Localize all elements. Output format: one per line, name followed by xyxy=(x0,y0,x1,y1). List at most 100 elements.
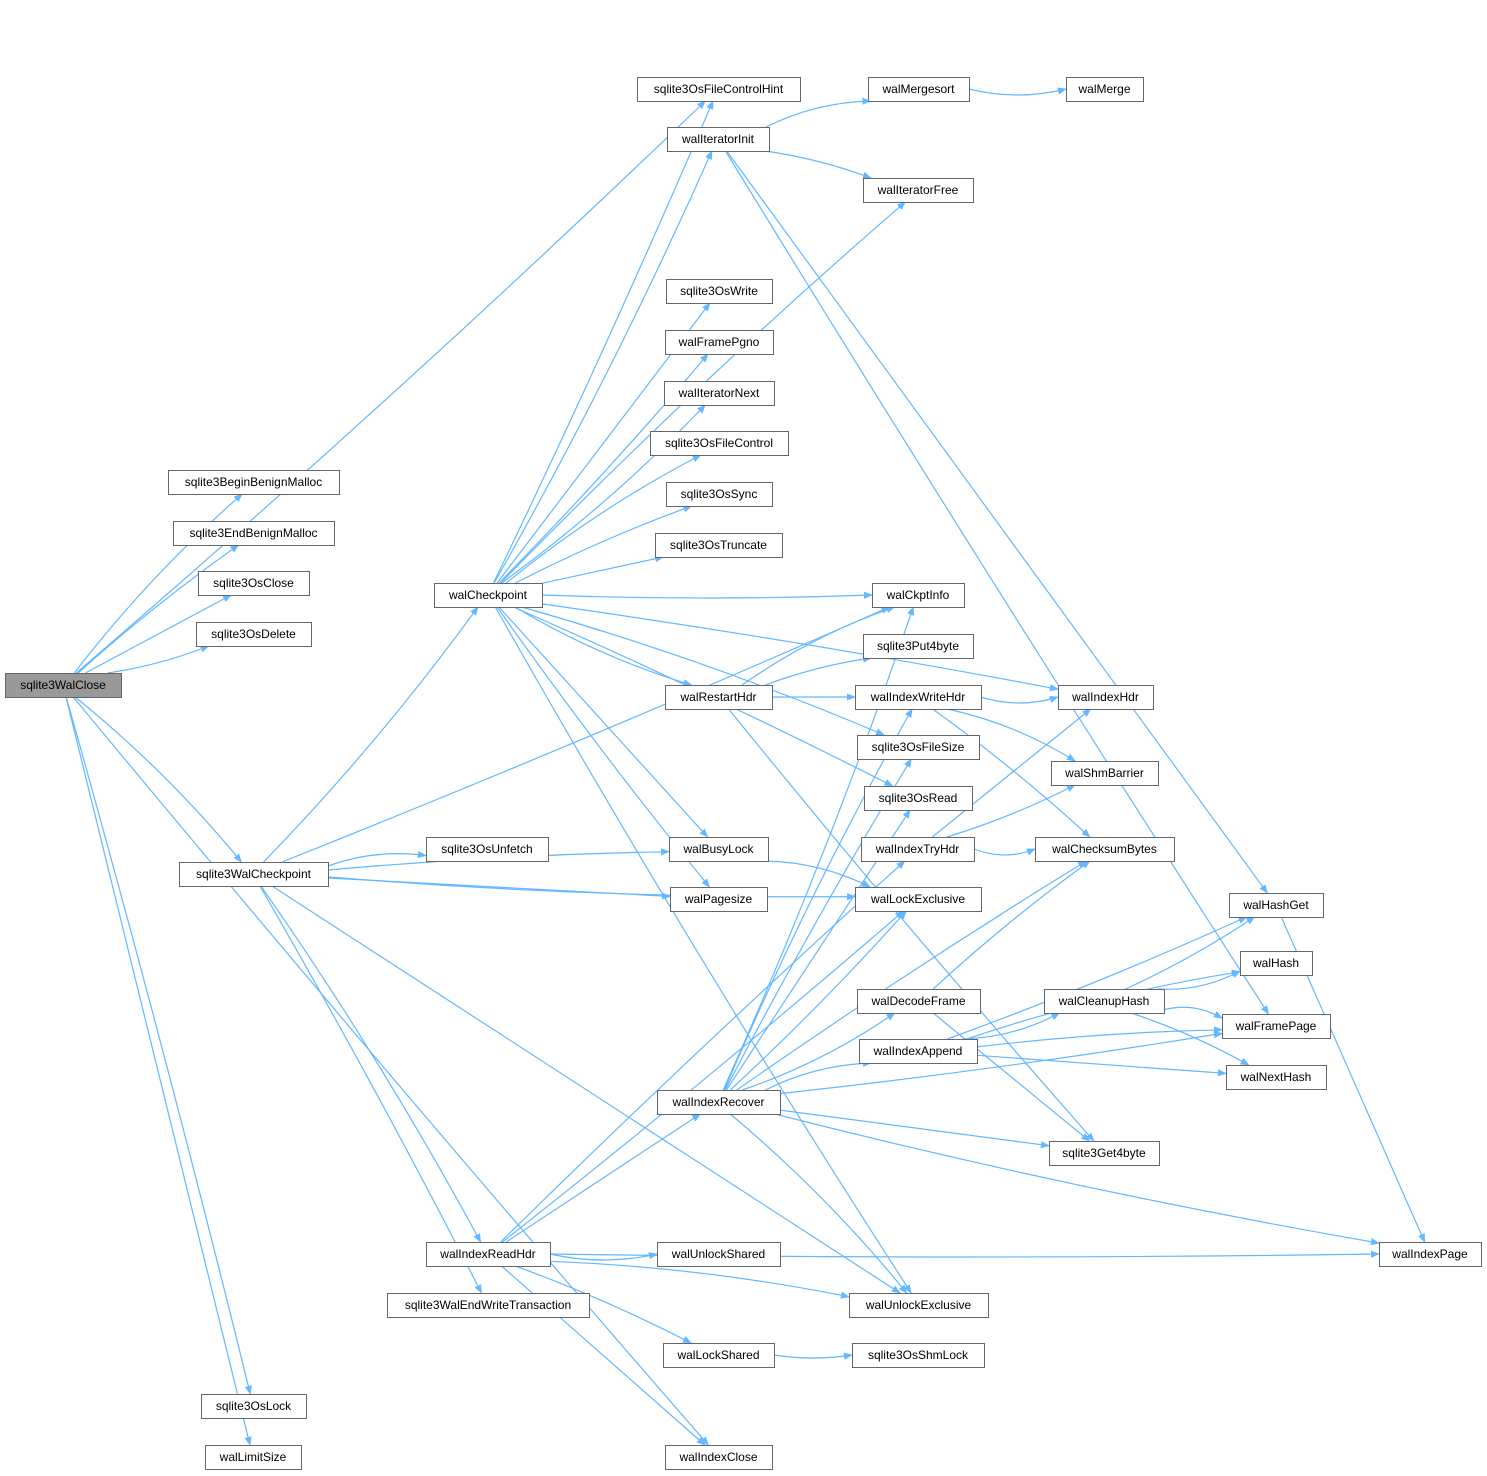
node-walIndexPage[interactable]: walIndexPage xyxy=(1379,1242,1482,1267)
node-walHash[interactable]: walHash xyxy=(1240,951,1313,976)
node-box[interactable] xyxy=(859,1039,978,1064)
node-walCleanupHash[interactable]: walCleanupHash xyxy=(1044,989,1165,1014)
node-walDecodeFrame[interactable]: walDecodeFrame xyxy=(857,989,981,1014)
node-walIndexHdr[interactable]: walIndexHdr xyxy=(1058,685,1154,710)
node-box[interactable] xyxy=(1044,989,1165,1014)
node-walNextHash[interactable]: walNextHash xyxy=(1226,1065,1327,1090)
node-sqlite3OsFileControl[interactable]: sqlite3OsFileControl xyxy=(650,431,789,456)
node-box[interactable] xyxy=(5,673,122,698)
node-box[interactable] xyxy=(179,862,329,887)
node-box[interactable] xyxy=(655,533,783,558)
node-walShmBarrier[interactable]: walShmBarrier xyxy=(1051,761,1159,786)
node-box[interactable] xyxy=(665,330,774,355)
node-walIndexRecover[interactable]: walIndexRecover xyxy=(657,1090,781,1115)
node-walRestartHdr[interactable]: walRestartHdr xyxy=(665,685,773,710)
node-walFramePgno[interactable]: walFramePgno xyxy=(665,330,774,355)
node-box[interactable] xyxy=(657,1242,781,1267)
node-walCkptInfo[interactable]: walCkptInfo xyxy=(872,583,965,608)
node-sqlite3OsClose[interactable]: sqlite3OsClose xyxy=(198,571,310,596)
node-box[interactable] xyxy=(868,77,970,102)
node-sqlite3OsShmLock[interactable]: sqlite3OsShmLock xyxy=(852,1343,985,1368)
node-sqlite3Put4byte[interactable]: sqlite3Put4byte xyxy=(863,634,974,659)
node-sqlite3Get4byte[interactable]: sqlite3Get4byte xyxy=(1049,1141,1160,1166)
node-sqlite3WalEndWriteTransaction[interactable]: sqlite3WalEndWriteTransaction xyxy=(387,1293,590,1318)
node-box[interactable] xyxy=(666,279,773,304)
node-walIteratorNext[interactable]: walIteratorNext xyxy=(664,381,775,406)
node-sqlite3WalCheckpoint[interactable]: sqlite3WalCheckpoint xyxy=(179,862,329,887)
node-box[interactable] xyxy=(1035,837,1175,862)
node-box[interactable] xyxy=(855,685,982,710)
node-walMerge[interactable]: walMerge xyxy=(1066,77,1144,102)
node-walIndexReadHdr[interactable]: walIndexReadHdr xyxy=(426,1242,551,1267)
node-box[interactable] xyxy=(872,583,965,608)
node-box[interactable] xyxy=(1240,951,1313,976)
node-box[interactable] xyxy=(426,837,549,862)
node-walPagesize[interactable]: walPagesize xyxy=(670,887,768,912)
node-sqlite3OsDelete[interactable]: sqlite3OsDelete xyxy=(196,622,312,647)
node-sqlite3OsWrite[interactable]: sqlite3OsWrite xyxy=(666,279,773,304)
node-walLockExclusive[interactable]: walLockExclusive xyxy=(855,887,982,912)
node-walIteratorInit[interactable]: walIteratorInit xyxy=(667,127,770,152)
node-box[interactable] xyxy=(1226,1065,1327,1090)
node-sqlite3OsTruncate[interactable]: sqlite3OsTruncate xyxy=(655,533,783,558)
node-box[interactable] xyxy=(657,1090,781,1115)
node-box[interactable] xyxy=(1058,685,1154,710)
node-walIndexTryHdr[interactable]: walIndexTryHdr xyxy=(861,837,975,862)
node-box[interactable] xyxy=(666,482,773,507)
node-box[interactable] xyxy=(665,1445,773,1470)
node-box[interactable] xyxy=(1066,77,1144,102)
node-box[interactable] xyxy=(426,1242,551,1267)
node-sqlite3OsFileControlHint[interactable]: sqlite3OsFileControlHint xyxy=(637,77,801,102)
node-box[interactable] xyxy=(168,470,340,495)
node-box[interactable] xyxy=(1379,1242,1482,1267)
node-walLockShared[interactable]: walLockShared xyxy=(663,1343,775,1368)
node-box[interactable] xyxy=(637,77,801,102)
node-walIndexWriteHdr[interactable]: walIndexWriteHdr xyxy=(855,685,982,710)
node-walBusyLock[interactable]: walBusyLock xyxy=(669,837,769,862)
node-box[interactable] xyxy=(173,521,335,546)
node-walHashGet[interactable]: walHashGet xyxy=(1229,893,1324,918)
node-box[interactable] xyxy=(1049,1141,1160,1166)
node-box[interactable] xyxy=(863,634,974,659)
node-box[interactable] xyxy=(664,381,775,406)
node-box[interactable] xyxy=(1222,1014,1331,1039)
node-sqlite3OsSync[interactable]: sqlite3OsSync xyxy=(666,482,773,507)
node-walLimitSize[interactable]: walLimitSize xyxy=(205,1445,302,1470)
node-sqlite3WalClose[interactable]: sqlite3WalClose xyxy=(5,673,122,698)
node-box[interactable] xyxy=(852,1343,985,1368)
node-box[interactable] xyxy=(855,887,982,912)
node-sqlite3OsFileSize[interactable]: sqlite3OsFileSize xyxy=(857,735,980,760)
node-sqlite3BeginBenignMalloc[interactable]: sqlite3BeginBenignMalloc xyxy=(168,470,340,495)
node-box[interactable] xyxy=(201,1394,307,1419)
node-box[interactable] xyxy=(863,178,974,203)
node-walMergesort[interactable]: walMergesort xyxy=(868,77,970,102)
node-sqlite3OsUnfetch[interactable]: sqlite3OsUnfetch xyxy=(426,837,549,862)
node-walIndexAppend[interactable]: walIndexAppend xyxy=(859,1039,978,1064)
node-box[interactable] xyxy=(198,571,310,596)
node-walUnlockExclusive[interactable]: walUnlockExclusive xyxy=(849,1293,989,1318)
node-box[interactable] xyxy=(667,127,770,152)
node-box[interactable] xyxy=(663,1343,775,1368)
node-sqlite3OsRead[interactable]: sqlite3OsRead xyxy=(864,786,973,811)
node-box[interactable] xyxy=(857,989,981,1014)
node-box[interactable] xyxy=(849,1293,989,1318)
node-box[interactable] xyxy=(205,1445,302,1470)
node-box[interactable] xyxy=(434,583,543,608)
node-box[interactable] xyxy=(387,1293,590,1318)
node-walUnlockShared[interactable]: walUnlockShared xyxy=(657,1242,781,1267)
node-walFramePage[interactable]: walFramePage xyxy=(1222,1014,1331,1039)
node-sqlite3OsLock[interactable]: sqlite3OsLock xyxy=(201,1394,307,1419)
node-sqlite3EndBenignMalloc[interactable]: sqlite3EndBenignMalloc xyxy=(173,521,335,546)
node-box[interactable] xyxy=(857,735,980,760)
node-walCheckpoint[interactable]: walCheckpoint xyxy=(434,583,543,608)
node-walIndexClose[interactable]: walIndexClose xyxy=(665,1445,773,1470)
node-box[interactable] xyxy=(1229,893,1324,918)
node-box[interactable] xyxy=(1051,761,1159,786)
node-box[interactable] xyxy=(670,887,768,912)
node-walIteratorFree[interactable]: walIteratorFree xyxy=(863,178,974,203)
node-box[interactable] xyxy=(650,431,789,456)
node-box[interactable] xyxy=(861,837,975,862)
node-walChecksumBytes[interactable]: walChecksumBytes xyxy=(1035,837,1175,862)
node-box[interactable] xyxy=(669,837,769,862)
node-box[interactable] xyxy=(864,786,973,811)
